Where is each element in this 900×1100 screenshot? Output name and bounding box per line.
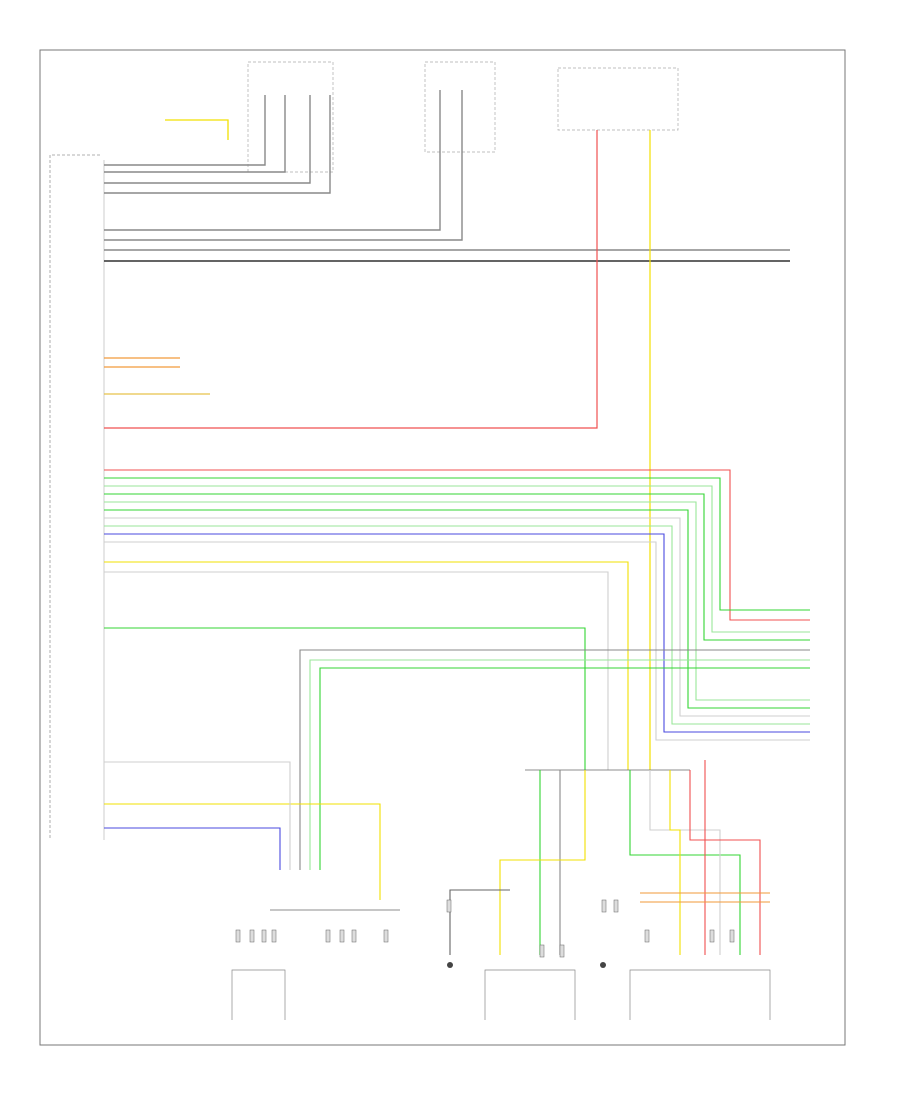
lower-branch-wires [449,760,770,955]
upper-harness-wires [104,90,790,262]
connector-stubs [235,899,735,958]
ground-icon [447,962,606,968]
junction-connectors [270,769,690,911]
fuse-box [557,67,679,131]
mid-short-wires [104,357,210,395]
battery-feed-wire [165,119,229,140]
top-relay-box-1 [247,61,334,173]
top-relay-box-2 [424,61,496,153]
fuse-red-wire [104,130,598,429]
module-dashed-outline [49,154,100,840]
lower-wires [104,561,810,900]
bus-wires [104,469,810,741]
component-boxes [231,969,771,1020]
diagram-frame [39,49,846,1046]
